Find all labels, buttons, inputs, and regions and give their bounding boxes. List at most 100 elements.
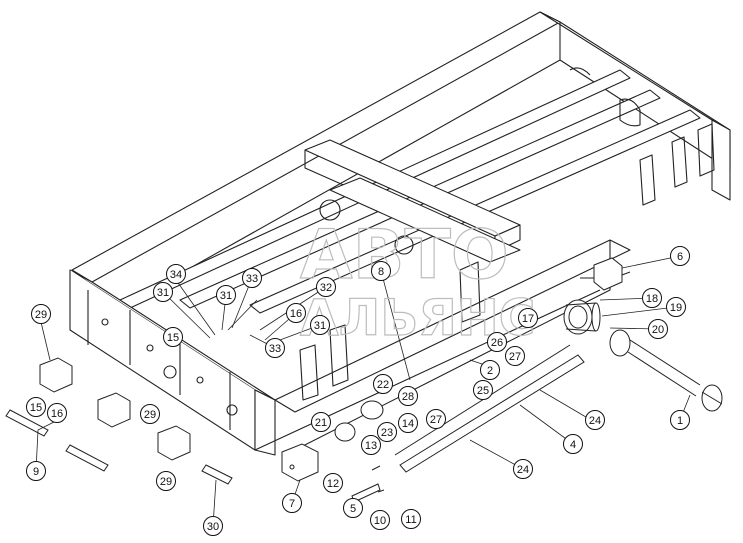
callout-label: 33 [246,273,258,285]
callout-circle [47,403,67,423]
callout-label: 25 [477,385,489,397]
callout-c27b: 27 [426,409,446,429]
callout-c29b: 29 [140,404,160,424]
callout-label: 20 [652,324,664,336]
callout-c20: 20 [648,319,668,339]
callout-c33a: 33 [242,268,262,288]
callout-label: 8 [378,266,384,278]
callout-circle [670,246,690,266]
callout-label: 29 [160,476,172,488]
callout-label: 21 [315,417,327,429]
callout-label: 1 [677,415,683,427]
callout-circle [311,412,331,432]
callout-c10: 10 [370,510,390,530]
callout-c23: 23 [377,422,397,442]
callout-circle [648,319,668,339]
callout-circle [398,386,418,406]
callout-label: 13 [365,440,377,452]
callout-c28: 28 [398,386,418,406]
callout-c14: 14 [398,413,418,433]
bolt-set [351,465,385,503]
callout-c33b: 33 [265,338,285,358]
callout-label: 34 [170,269,182,281]
callout-circle [26,461,46,481]
callout-circle [642,288,662,308]
callout-label: 33 [269,343,281,355]
callout-label: 16 [290,308,302,320]
callout-circle [398,413,418,433]
callout-label: 24 [517,464,529,476]
callout-label: 12 [327,478,339,490]
callout-label: 19 [670,302,682,314]
callout-label: 16 [51,408,63,420]
callout-c31b: 31 [216,285,236,305]
callout-c27a: 27 [505,346,525,366]
callout-label: 6 [677,251,683,263]
callout-c2: 2 [480,360,500,380]
callout-circle [163,327,183,347]
gearbox-7 [281,443,319,482]
callout-label: 30 [207,521,219,533]
callout-circle [140,404,160,424]
callout-circle [585,410,605,430]
callout-circle [343,498,363,518]
callout-circle [265,338,285,358]
callout-circle [31,304,51,324]
callout-c30: 30 [203,516,223,536]
callout-label: 10 [374,515,386,527]
parts [5,257,723,503]
callout-circle [373,374,393,394]
callout-c4: 4 [563,434,583,454]
callout-c1: 1 [670,410,690,430]
callout-circle [282,493,302,513]
callout-circle [670,410,690,430]
callout-c21: 21 [311,412,331,432]
watermark: АВТО АЛЬЯНС [299,215,536,347]
callout-label: 11 [405,514,416,526]
callout-c22: 22 [373,374,393,394]
callout-c29a: 29 [31,304,51,324]
callout-label: 31 [314,320,326,332]
callout-circle [480,360,500,380]
callout-label: 4 [570,439,576,451]
callout-label: 2 [487,365,493,377]
callout-circle [401,509,421,529]
callout-label: 27 [430,414,442,426]
callout-circle [371,261,391,281]
callout-c29c: 29 [156,471,176,491]
callout-label: 5 [350,503,356,515]
callout-c13: 13 [361,435,381,455]
callout-c31c: 31 [310,315,330,335]
coupling-9 [5,409,233,485]
callout-c9: 9 [26,461,46,481]
callout-label: 22 [377,379,389,391]
callout-c15a: 15 [26,397,46,417]
callout-c26: 26 [487,332,507,352]
callout-label: 17 [522,313,534,325]
callout-circle [242,268,262,288]
coupling-17 [563,299,601,335]
callout-circle [216,285,236,305]
callout-circle [513,459,533,479]
callout-c8: 8 [371,261,391,281]
shaft-24 [394,344,585,473]
callout-circle [505,346,525,366]
callout-c34: 34 [166,264,186,284]
callout-c6: 6 [670,246,690,266]
callout-label: 15 [30,402,42,414]
callout-c31a: 31 [153,282,173,302]
callout-circle [166,264,186,284]
callout-c5: 5 [343,498,363,518]
pto-shaft-1 [609,329,723,412]
callout-label: 24 [589,415,601,427]
callout-circle [323,473,343,493]
callout-circle [310,315,330,335]
callout-label: 28 [402,391,414,403]
callout-circle [203,516,223,536]
callout-label: 27 [509,351,521,363]
callout-circle [518,308,538,328]
callout-c18: 18 [642,288,662,308]
callout-circle [426,409,446,429]
callout-circle [361,435,381,455]
callout-c24a: 24 [585,410,605,430]
